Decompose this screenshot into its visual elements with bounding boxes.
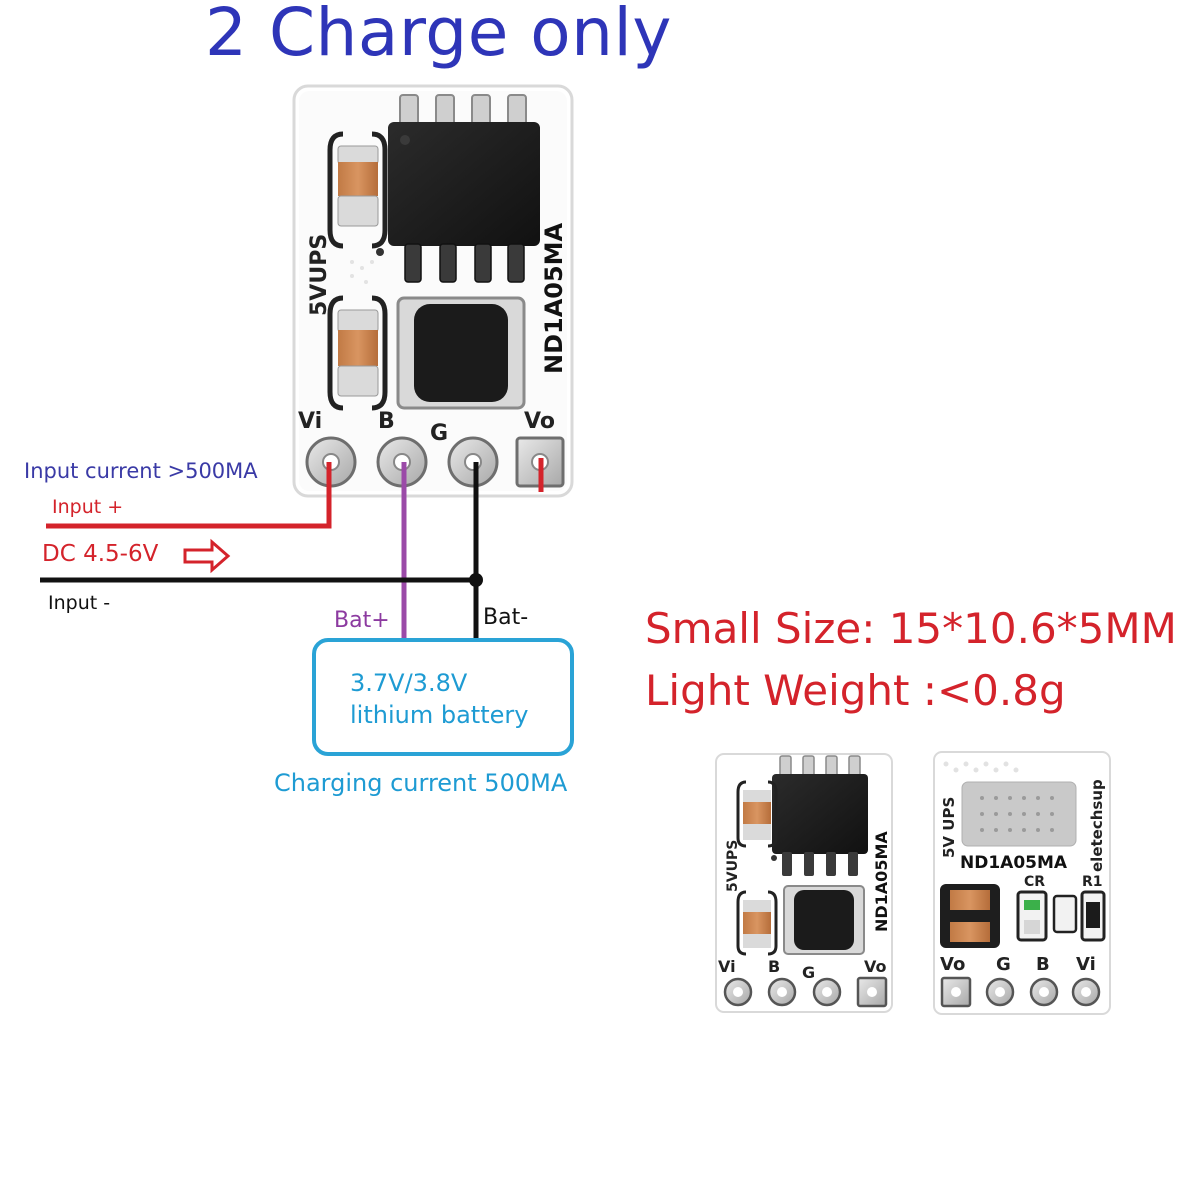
bat-plus-label: Bat+ [334,608,390,633]
small-back-pin-b: B [1036,954,1050,975]
ic-chip [388,122,540,283]
module-board-back-small: 5V UPS eletechsup ND1A05MA CR R1 Vo G B … [933,751,1111,1015]
pin-pad [1071,977,1101,1007]
battery-type-label: lithium battery [350,701,529,729]
pin-pad [767,977,797,1007]
arrow-right-icon [183,538,231,574]
pin-pad [723,977,753,1007]
small-back-pin-g: G [996,954,1011,975]
small-front-brand-label: 5VUPS [725,840,741,892]
small-front-pin-vo: Vo [864,957,887,976]
small-back-pin-vi: Vi [1076,954,1096,975]
dc-voltage-label: DC 4.5-6V [42,541,159,567]
wire-input-positive [46,462,332,529]
module-board-large: 5VUPS ND1A05MA Vi B G Vo [292,84,574,498]
battery-box [312,638,574,756]
small-front-pin-b: B [768,957,780,976]
small-front-model-label: ND1A05MA [872,831,891,932]
pin-label-vo: Vo [524,409,555,434]
pin-pad [447,436,499,488]
pin-label-b: B [378,409,395,434]
board-model-label: ND1A05MA [540,222,568,374]
capacitor [327,295,388,411]
board-brand-label: 5VUPS [307,234,332,316]
spec-size: Small Size: 15*10.6*5MM [645,604,1177,653]
pin-pad [1029,977,1059,1007]
small-back-part-r1: R1 [1082,874,1103,890]
pin-label-vi: Vi [298,409,322,434]
inductor [396,296,526,410]
small-back-maker-label: eletechsup [1088,779,1106,872]
small-back-pin-vo: Vo [940,954,965,975]
pin-pad [856,976,888,1008]
pin-pad [812,977,842,1007]
junction-dot [469,573,483,587]
pin-pad [940,976,972,1008]
small-back-brand-label: 5V UPS [940,797,958,858]
small-front-pin-g: G [802,963,815,982]
pin-label-g: G [430,421,448,446]
small-front-pin-vi: Vi [718,957,736,976]
input-current-label: Input current >500MA [24,459,258,483]
page-title: 2 Charge only [205,0,672,71]
spec-weight: Light Weight :<0.8g [645,666,1066,715]
charging-current-label: Charging current 500MA [274,769,568,797]
input-plus-label: Input + [52,496,124,518]
small-back-part-cr: CR [1024,874,1045,890]
battery-voltage-label: 3.7V/3.8V [350,669,468,697]
pin-pad [985,977,1015,1007]
bat-minus-label: Bat- [483,605,529,630]
small-back-model-label: ND1A05MA [960,853,1068,873]
capacitor [327,131,388,249]
module-board-front-small: 5VUPS ND1A05MA Vi B G Vo [715,753,893,1013]
wires [40,458,544,640]
input-minus-label: Input - [48,592,111,614]
